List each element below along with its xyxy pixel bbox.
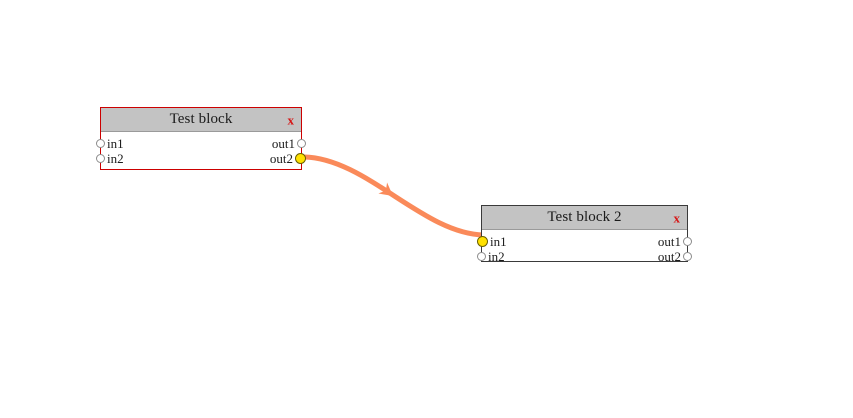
close-icon[interactable]: x <box>287 112 295 127</box>
port-label: out2 <box>657 248 681 264</box>
connection-path[interactable] <box>301 154 487 238</box>
port-connector-icon[interactable] <box>477 251 486 261</box>
port-in1[interactable]: in1 <box>477 235 507 248</box>
port-out1[interactable]: out1 <box>658 235 692 248</box>
block-block-2[interactable]: Test block 2 x in1 out1 in2 out2 <box>477 205 692 263</box>
port-label: in2 <box>107 150 124 166</box>
port-connector-icon[interactable] <box>683 251 692 261</box>
port-in1[interactable]: in1 <box>96 137 124 150</box>
block-header[interactable]: Test block x <box>101 108 301 132</box>
block-body: in1 out1 in2 out2 <box>96 132 306 170</box>
port-in2[interactable]: in2 <box>96 152 124 165</box>
connection-wire-1[interactable] <box>301 154 487 238</box>
port-row: in2 out2 <box>477 248 692 264</box>
port-out2[interactable]: out2 <box>270 152 306 165</box>
port-label: out1 <box>657 233 681 249</box>
block-block-1[interactable]: Test block x in1 out1 in2 out2 <box>96 107 306 170</box>
port-label: out2 <box>269 150 293 166</box>
port-connector-icon[interactable] <box>96 153 105 163</box>
port-connector-icon[interactable] <box>683 236 692 246</box>
port-row: in1 out1 <box>96 135 306 151</box>
close-icon[interactable]: x <box>673 210 681 225</box>
port-label: in2 <box>488 248 505 264</box>
port-connector-icon[interactable] <box>297 138 306 148</box>
port-label: in1 <box>490 233 507 249</box>
block-header[interactable]: Test block 2 x <box>482 206 687 230</box>
port-out1[interactable]: out1 <box>272 137 306 150</box>
port-row: in2 out2 <box>96 150 306 166</box>
port-label: in1 <box>107 135 124 151</box>
block-body: in1 out1 in2 out2 <box>477 230 692 268</box>
port-connector-filled-icon[interactable] <box>477 235 488 247</box>
port-label: out1 <box>271 135 295 151</box>
port-out2[interactable]: out2 <box>658 250 692 263</box>
connection-arrow-icon <box>378 182 393 196</box>
port-row: in1 out1 <box>477 233 692 249</box>
port-in2[interactable]: in2 <box>477 250 505 263</box>
port-connector-filled-icon[interactable] <box>295 152 306 164</box>
block-title: Test block 2 <box>547 209 622 225</box>
port-connector-icon[interactable] <box>96 138 105 148</box>
block-title: Test block <box>169 111 233 127</box>
